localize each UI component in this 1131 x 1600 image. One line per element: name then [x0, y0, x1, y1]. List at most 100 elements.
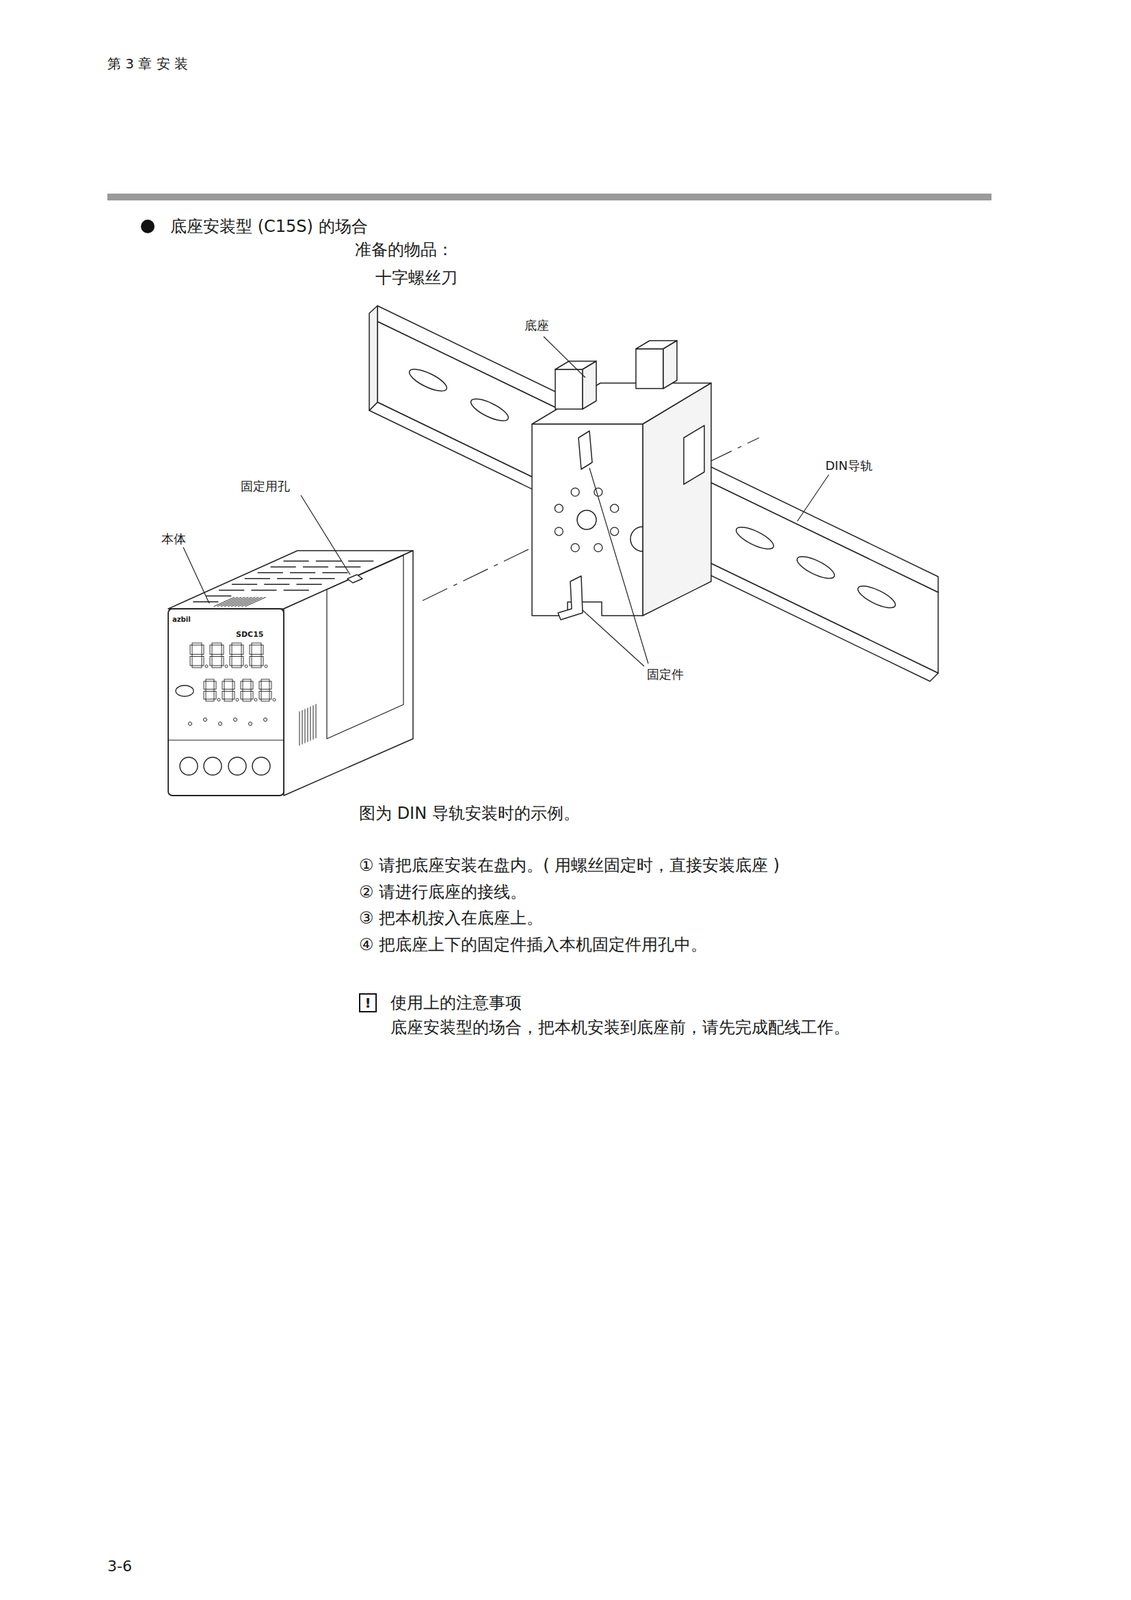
- hatch: [313, 704, 314, 740]
- seven-segment: [240, 679, 258, 701]
- section-heading: 底座安装型 (C15S) 的场合: [170, 216, 368, 237]
- device-marking: SDC15: [235, 629, 264, 639]
- pin-hole: [570, 487, 580, 496]
- seven-segment: [209, 642, 228, 668]
- body-text: 使用上的注意事项: [390, 992, 522, 1013]
- rail-slot: [855, 581, 899, 612]
- fixing-clip: [578, 430, 593, 470]
- seven-segment: [259, 679, 276, 701]
- indicator-led: [248, 722, 253, 726]
- seven-segment: [190, 642, 208, 668]
- pin-hole: [594, 487, 603, 496]
- seven-segment: [229, 642, 248, 668]
- body-text: 图为 DIN 导轨安装时的示例。: [358, 803, 580, 824]
- leader-line: [589, 467, 649, 664]
- vent-slot: [283, 560, 310, 562]
- vent-slot: [263, 583, 290, 585]
- vent-slot: [218, 589, 245, 591]
- seven-segment: [222, 679, 239, 701]
- rule-bar: [107, 193, 992, 201]
- caution-icon: !: [358, 992, 377, 1013]
- rail-face: [377, 321, 939, 673]
- pin-hole: [594, 543, 603, 552]
- leader-line: [582, 609, 645, 667]
- leader-line: [797, 474, 829, 522]
- rail-slot: [468, 394, 512, 425]
- vent-slot: [322, 571, 348, 574]
- device-marking: azbil: [172, 615, 191, 624]
- part-label: 固定用孔: [239, 478, 292, 494]
- vent-slot: [244, 577, 271, 580]
- rail-slot: [406, 365, 450, 396]
- vent-slot: [231, 583, 258, 585]
- leader-line: [183, 547, 210, 604]
- terminal-block: [683, 425, 705, 485]
- vent-grill: [241, 596, 262, 607]
- din-rail: [369, 305, 939, 682]
- body-text: 第 3 章 安 装: [107, 55, 189, 72]
- body-text: 底座安装型的场合，把本机安装到底座前，请先完成配线工作。: [390, 1017, 850, 1038]
- part-label: 本体: [160, 531, 188, 547]
- rail-slot: [733, 523, 777, 554]
- hatch: [304, 708, 306, 743]
- fixing-hole: [347, 574, 363, 583]
- button: [179, 756, 198, 775]
- notch: [630, 526, 643, 552]
- part-label: DIN导轨: [823, 458, 874, 474]
- button: [203, 756, 222, 775]
- body-text: ④ 把底座上下的固定件插入本机固定件用孔中。: [358, 934, 708, 955]
- hatch: [299, 711, 301, 746]
- pin-hole: [570, 543, 580, 552]
- vent-slot: [302, 566, 329, 568]
- seven-segment: [249, 642, 268, 668]
- panel-line: [168, 739, 284, 740]
- rail-slot: [794, 552, 838, 583]
- leader-line: [543, 336, 586, 378]
- button: [252, 756, 271, 775]
- base-side: [642, 382, 712, 616]
- body-text: ③ 把本机按入在底座上。: [358, 908, 543, 928]
- controller-body: [168, 550, 414, 796]
- vent-slot: [315, 560, 342, 562]
- vent-slot: [192, 601, 219, 603]
- pin-hole: [610, 527, 619, 536]
- vent-grill: [244, 596, 266, 607]
- pin-hole: [554, 503, 563, 513]
- indicator-led: [263, 717, 268, 722]
- terminal-block: [555, 369, 583, 409]
- hatch: [315, 703, 317, 738]
- vent-slot: [348, 560, 374, 562]
- body-text: 3-6: [107, 1557, 132, 1575]
- terminal-block: [635, 348, 664, 389]
- front-panel: [168, 608, 284, 796]
- side-label: [326, 555, 404, 739]
- body-text: 十字螺丝刀: [375, 268, 458, 288]
- vent-slot: [205, 594, 232, 597]
- part-label: 固定件: [645, 666, 686, 682]
- indicator-led: [203, 717, 208, 722]
- body-text: ① 请把底座安装在盘内。( 用螺丝固定时，直接安装底座 ): [358, 855, 780, 876]
- hatch: [307, 707, 309, 742]
- pin-hole: [554, 527, 563, 536]
- indicator-led: [188, 722, 193, 726]
- terminal-block: [663, 340, 677, 389]
- leader-line: [300, 495, 351, 575]
- fixing-clip: [557, 575, 583, 620]
- button: [228, 756, 247, 775]
- vent-slot: [276, 577, 303, 580]
- seven-segment: [203, 679, 221, 701]
- body-side: [283, 550, 414, 796]
- vent-slot: [309, 577, 335, 580]
- base-front: [531, 423, 643, 616]
- button: [175, 685, 194, 697]
- bullet: [140, 219, 155, 234]
- hatch: [310, 706, 312, 741]
- indicator-led: [233, 717, 238, 722]
- hatch: [302, 709, 303, 744]
- rail-end: [369, 305, 378, 411]
- body-text: ② 请进行底座的接线。: [358, 882, 527, 902]
- part-label: 底座: [523, 317, 551, 334]
- vent-slot: [270, 566, 297, 568]
- pin-hole: [610, 503, 619, 513]
